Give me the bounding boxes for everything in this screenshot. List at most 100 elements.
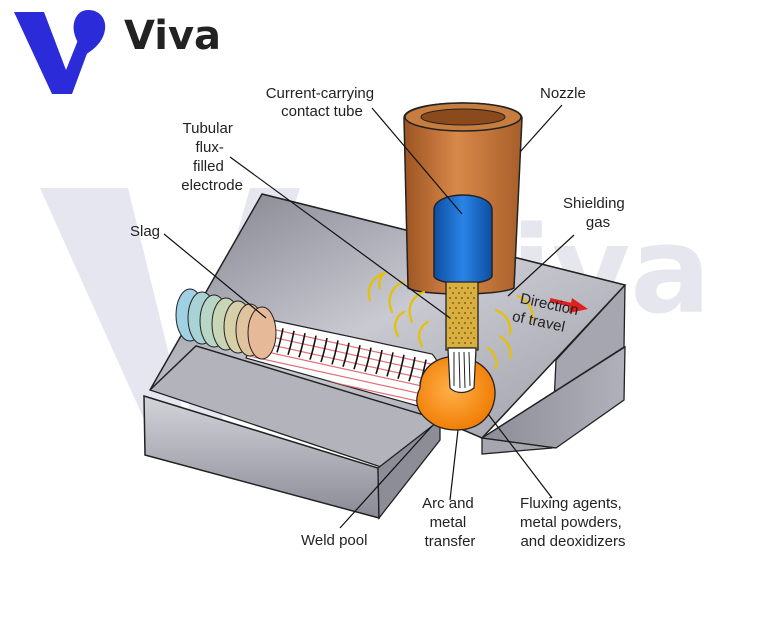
- nozzle-opening: [420, 108, 506, 126]
- bead-ripple: [342, 342, 350, 368]
- flux-granule: [452, 342, 454, 344]
- flux-granule: [470, 292, 472, 294]
- flux-granule: [452, 292, 454, 294]
- flux-granule: [467, 317, 469, 319]
- flux-granule: [473, 317, 475, 319]
- flux-granule: [464, 342, 466, 344]
- flux-granule: [470, 302, 472, 304]
- gas-arc: [516, 294, 534, 322]
- flux-granule: [455, 337, 457, 339]
- bead-ripple: [386, 352, 394, 377]
- flux-granule: [470, 342, 472, 344]
- logo-mark-icon: [14, 12, 92, 94]
- flux-granule: [464, 312, 466, 314]
- flux-granule: [467, 327, 469, 329]
- groove-front: [377, 418, 441, 520]
- gas-arc: [418, 320, 430, 348]
- flux-granule: [461, 337, 463, 339]
- flux-granule: [467, 337, 469, 339]
- flux-granule: [449, 287, 451, 289]
- gas-arc: [378, 270, 388, 290]
- flux-granule: [473, 337, 475, 339]
- flux-granule: [470, 312, 472, 314]
- label-shielding-gas: Shielding gas: [563, 195, 629, 231]
- label-nozzle: Nozzle: [540, 85, 586, 102]
- flux-granule: [458, 332, 460, 334]
- bead-ripple: [353, 345, 361, 370]
- weld-bead: [245, 317, 441, 407]
- welding-gun: [403, 102, 523, 394]
- flux-granule: [473, 297, 475, 299]
- flux-granule: [455, 297, 457, 299]
- gas-arc: [498, 334, 512, 360]
- flux-granule: [467, 297, 469, 299]
- label-arc-transfer: Arc and metal transfer: [422, 495, 478, 550]
- gas-arc: [388, 280, 406, 314]
- label-slag: Slag: [130, 223, 160, 240]
- flux-granule: [449, 337, 451, 339]
- flux-granule: [473, 287, 475, 289]
- gas-arc: [494, 308, 512, 336]
- gas-arc: [408, 290, 426, 324]
- bead-ripple: [320, 337, 328, 363]
- flux-granule: [467, 287, 469, 289]
- flux-core-granules: [449, 287, 475, 344]
- slag-ripple: [247, 306, 277, 360]
- flux-granule: [458, 302, 460, 304]
- arc-column: [447, 347, 477, 394]
- flux-granule: [467, 307, 469, 309]
- flux-granule: [449, 307, 451, 309]
- leader-lines: [163, 104, 575, 529]
- contact-tube: [433, 194, 493, 285]
- flux-granule: [455, 327, 457, 329]
- direction-arrowhead-icon: [569, 298, 588, 313]
- bead-stripe: [246, 353, 440, 399]
- flux-granule: [455, 307, 457, 309]
- brand-name: Viva: [124, 13, 221, 59]
- bead-ripple: [397, 354, 405, 380]
- bead-ripple: [287, 330, 295, 356]
- bead-ripple: [309, 335, 317, 360]
- bead-ripple: [276, 328, 284, 353]
- flux-granule: [458, 312, 460, 314]
- flux-granule: [449, 327, 451, 329]
- flux-granule: [464, 292, 466, 294]
- slag-ripples: [175, 288, 277, 360]
- flux-granule: [452, 302, 454, 304]
- bead-stripe: [246, 345, 440, 391]
- flux-granule: [449, 297, 451, 299]
- flux-granule: [461, 327, 463, 329]
- label-contact-tube: Current-carrying contact tube: [266, 85, 379, 120]
- flux-granule: [458, 322, 460, 324]
- gas-arc: [367, 272, 384, 302]
- shielding-gas-arcs: [367, 270, 534, 370]
- flux-granule: [458, 342, 460, 344]
- flux-granule: [470, 332, 472, 334]
- flux-granule: [473, 307, 475, 309]
- flux-granule: [458, 292, 460, 294]
- flux-granule: [452, 332, 454, 334]
- label-electrode: Tubular flux- filled electrode: [181, 120, 243, 194]
- flux-granule: [452, 312, 454, 314]
- flux-granule: [461, 317, 463, 319]
- flux-granule: [464, 332, 466, 334]
- tubular-electrode: [445, 281, 479, 351]
- flux-granule: [455, 287, 457, 289]
- flux-granule: [452, 322, 454, 324]
- flux-granule: [461, 297, 463, 299]
- flux-granule: [473, 327, 475, 329]
- flux-granule: [464, 302, 466, 304]
- label-weld-pool: Weld pool: [301, 532, 367, 549]
- flux-granule: [464, 322, 466, 324]
- workpiece: [143, 193, 627, 520]
- bead-ripple: [331, 340, 339, 365]
- bead-ripple: [375, 349, 383, 375]
- bead-ripple: [364, 347, 372, 372]
- label-fluxing-agents: Fluxing agents, metal powders, and deoxi…: [520, 495, 626, 550]
- flux-granule: [461, 287, 463, 289]
- flux-granule: [470, 322, 472, 324]
- bead-ripple: [298, 333, 306, 358]
- flux-granule: [455, 317, 457, 319]
- bead-ripple: [408, 357, 416, 382]
